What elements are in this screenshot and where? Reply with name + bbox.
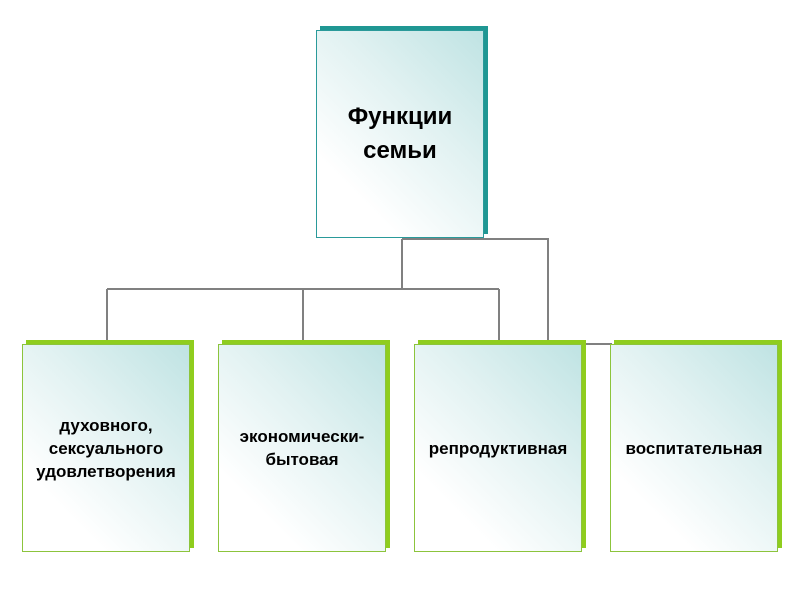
- root-node-label: Функции семьи: [347, 103, 453, 164]
- child-node-label: репродуктивная: [428, 438, 568, 458]
- child-node-reproductive: репродуктивная: [414, 344, 582, 552]
- connector-branch-child-4: [402, 238, 612, 345]
- child-node-label: экономически- бытовая: [239, 427, 365, 469]
- child-node-educational: воспитательная: [610, 344, 778, 552]
- root-node-family-functions: Функции семьи: [316, 30, 484, 238]
- child-node-label: духовного, сексуального удовлетворения: [36, 415, 176, 481]
- child-node-spiritual-satisfaction: духовного, сексуального удовлетворения: [22, 344, 190, 552]
- child-node-label: воспитательная: [625, 438, 763, 458]
- child-node-economic-household: экономически- бытовая: [218, 344, 386, 552]
